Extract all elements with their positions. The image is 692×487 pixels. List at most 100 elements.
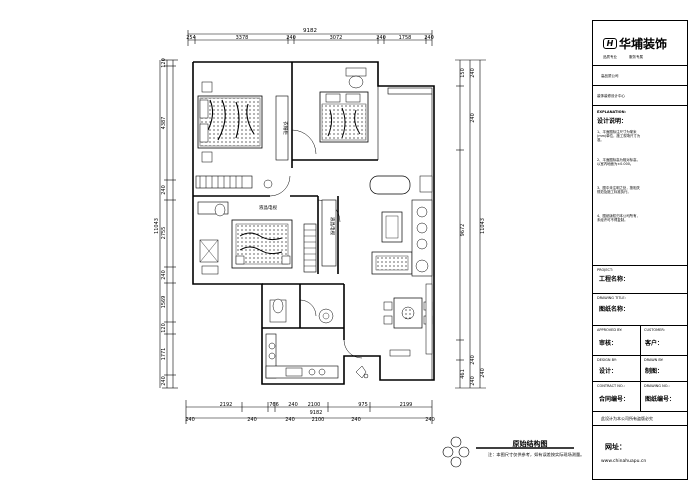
drawing-name-en: DRAWING TITLE: [597,296,626,300]
dim-left-seg: 120 [161,323,167,333]
tv-cabinet-master [195,175,273,189]
drawing-no-en: DRAWING NO.: [644,384,670,388]
left-dimension-labels: 120 4387 240 2755 240 1569 120 1771 240 … [154,58,167,386]
dim-bottom-row2: 240 [285,417,295,423]
toilet-top [345,67,367,89]
dim-bottom-seg: 975 [358,402,368,408]
dim-left-seg: 2755 [161,227,167,240]
explanation-cell: EXPLANATION: 设计说明： 1、平面图标注尺寸为毫米(mm)单位，施工… [593,105,687,265]
dim-left-seg: 1569 [161,296,167,309]
dim-left-seg: 4387 [161,117,167,130]
website-url: www.chinahuapu.cn [601,459,647,464]
third-bed [231,219,293,269]
explanation-note: 1、平面图标注尺寸为毫米(mm)单位，施工现场尺寸为准。 [597,130,641,143]
approved-en: APPROVED BY: [597,328,623,332]
compass-icon [442,446,454,458]
left-dimension-line [162,59,178,389]
dim-top-seg: 240 [376,35,386,41]
explanation-note: 3、图中未注明之处，按相关规范及施工标准执行。 [597,186,640,195]
dim-left-seg: 240 [161,376,167,386]
project-cell: PROJECT: 工程名称： [593,265,687,293]
right-dimension-labels: 150 240 240 240 240 461 240 9672 11043 [460,68,486,386]
project-en: PROJECT: [597,268,613,272]
dim-bottom-row2: 240 [425,417,435,423]
project-label: 工程名称： [599,276,630,283]
dim-bottom-row2: 240 [185,417,195,423]
contract-row: CONTRACT NO.: 合同编号： DRAWING NO.: 图纸编号： [593,381,687,411]
dim-left-seg: 120 [161,58,167,68]
customer-en: CUSTOMER: [644,328,665,332]
drawn-label: 制图： [645,368,664,375]
door-swings [269,129,363,359]
dim-right-total: 11043 [480,218,486,234]
room-label-tv-right: 液晶电视 [329,217,336,235]
dining-table [383,283,433,357]
right-dimension-line [455,59,486,389]
dim-left-total: 11043 [154,218,160,234]
dim-right-seg: 240 [480,368,486,378]
drawn-en: DRAWN BY: [644,358,664,362]
explanation-note: 4、图纸版权归本公司所有，未经许可不得复制。 [597,214,640,223]
explanation-label: 设计说明： [597,118,628,125]
dim-bottom-seg: 766 [269,402,279,408]
dim-right-seg: 461 [460,369,466,379]
drawing-title: 原始结构图 [513,439,548,448]
compass-icon [450,436,462,448]
center-line: 装饰装修设计中心 [597,94,625,98]
title-block: H 华埔装饰 品质专业 服务专属 高品质公司 装饰装修设计中心 EXPLANAT… [592,20,688,480]
dim-top-total: 9182 [303,28,317,34]
copyright: 此设计为本公司所有盗版必究 [601,416,653,421]
dim-bottom-row2: 240 [247,417,257,423]
drawing-title-block [442,436,574,468]
dim-top-seg: 240 [424,35,434,41]
company-sub1: 品质专业 [603,55,617,59]
dim-bottom-seg: 2100 [308,402,321,408]
room-label-tv-left: 液晶电视 [259,204,277,211]
dim-left-seg: 1771 [161,348,167,361]
designed-label: 设计： [599,368,618,375]
customer-label: 客户： [645,340,664,347]
explanation-en: EXPLANATION: [597,110,626,114]
wardrobe [275,95,289,161]
company-line: 高品质公司 [601,74,619,78]
dim-top-seg: 3072 [330,35,343,41]
tv-unit-right [321,199,337,267]
company-line-cell: 高品质公司 [593,65,687,85]
compass-icon [458,446,470,458]
bottom-dimension-line [185,400,433,424]
dim-top-seg: 240 [286,35,296,41]
dim-top-seg: 254 [186,35,196,41]
dim-bottom-seg: 2192 [220,402,233,408]
drawing-name-label: 图纸名称： [599,306,630,313]
dim-bottom-seg: 240 [288,402,298,408]
master-bed [197,81,263,163]
website-cell: 网址： www.chinahuapu.cn [593,425,687,481]
second-bed [319,91,369,143]
website-label: 网址： [605,443,626,451]
dim-left-seg: 240 [161,185,167,195]
dim-bottom-row2: 2100 [312,417,325,423]
company-logo: H 华埔装饰 [603,35,667,52]
dim-bottom-total: 9182 [310,410,323,416]
copyright-cell: 此设计为本公司所有盗版必究 [593,411,687,425]
logo-icon: H [603,38,617,49]
dim-right-seg: 240 [470,376,476,386]
plant-decoration [355,365,369,379]
floor-plan-drawing: 9182 254 3378 240 3072 240 1758 240 120 … [154,28,584,468]
drawing-name-cell: DRAWING TITLE: 图纸名称： [593,293,687,325]
dim-right-seg: 240 [470,355,476,365]
dim-right-seg: 240 [470,68,476,78]
dim-bottom-seg: 2199 [400,402,413,408]
design-row: DESIGN BY: 设计： DRAWN BY: 制图： [593,355,687,381]
top-dimension-line [187,30,433,46]
bottom-dimension-labels: 2192 766 240 2100 975 2199 9182 240 240 … [185,402,435,423]
room-label-wardrobe: 衣帽柜 [282,121,289,135]
living-room-furniture [369,175,433,277]
dim-bottom-row2: 240 [351,417,361,423]
approved-label: 审核： [599,340,618,347]
compass-icon [450,456,462,468]
company-name: 华埔装饰 [619,37,668,51]
approve-row: APPROVED BY: 审核： CUSTOMER: 客户： [593,325,687,355]
contract-en: CONTRACT NO.: [597,384,625,388]
drawing-note: 注：本图尺寸仅供参考，如有误差按实际现场测量。 [488,451,584,458]
